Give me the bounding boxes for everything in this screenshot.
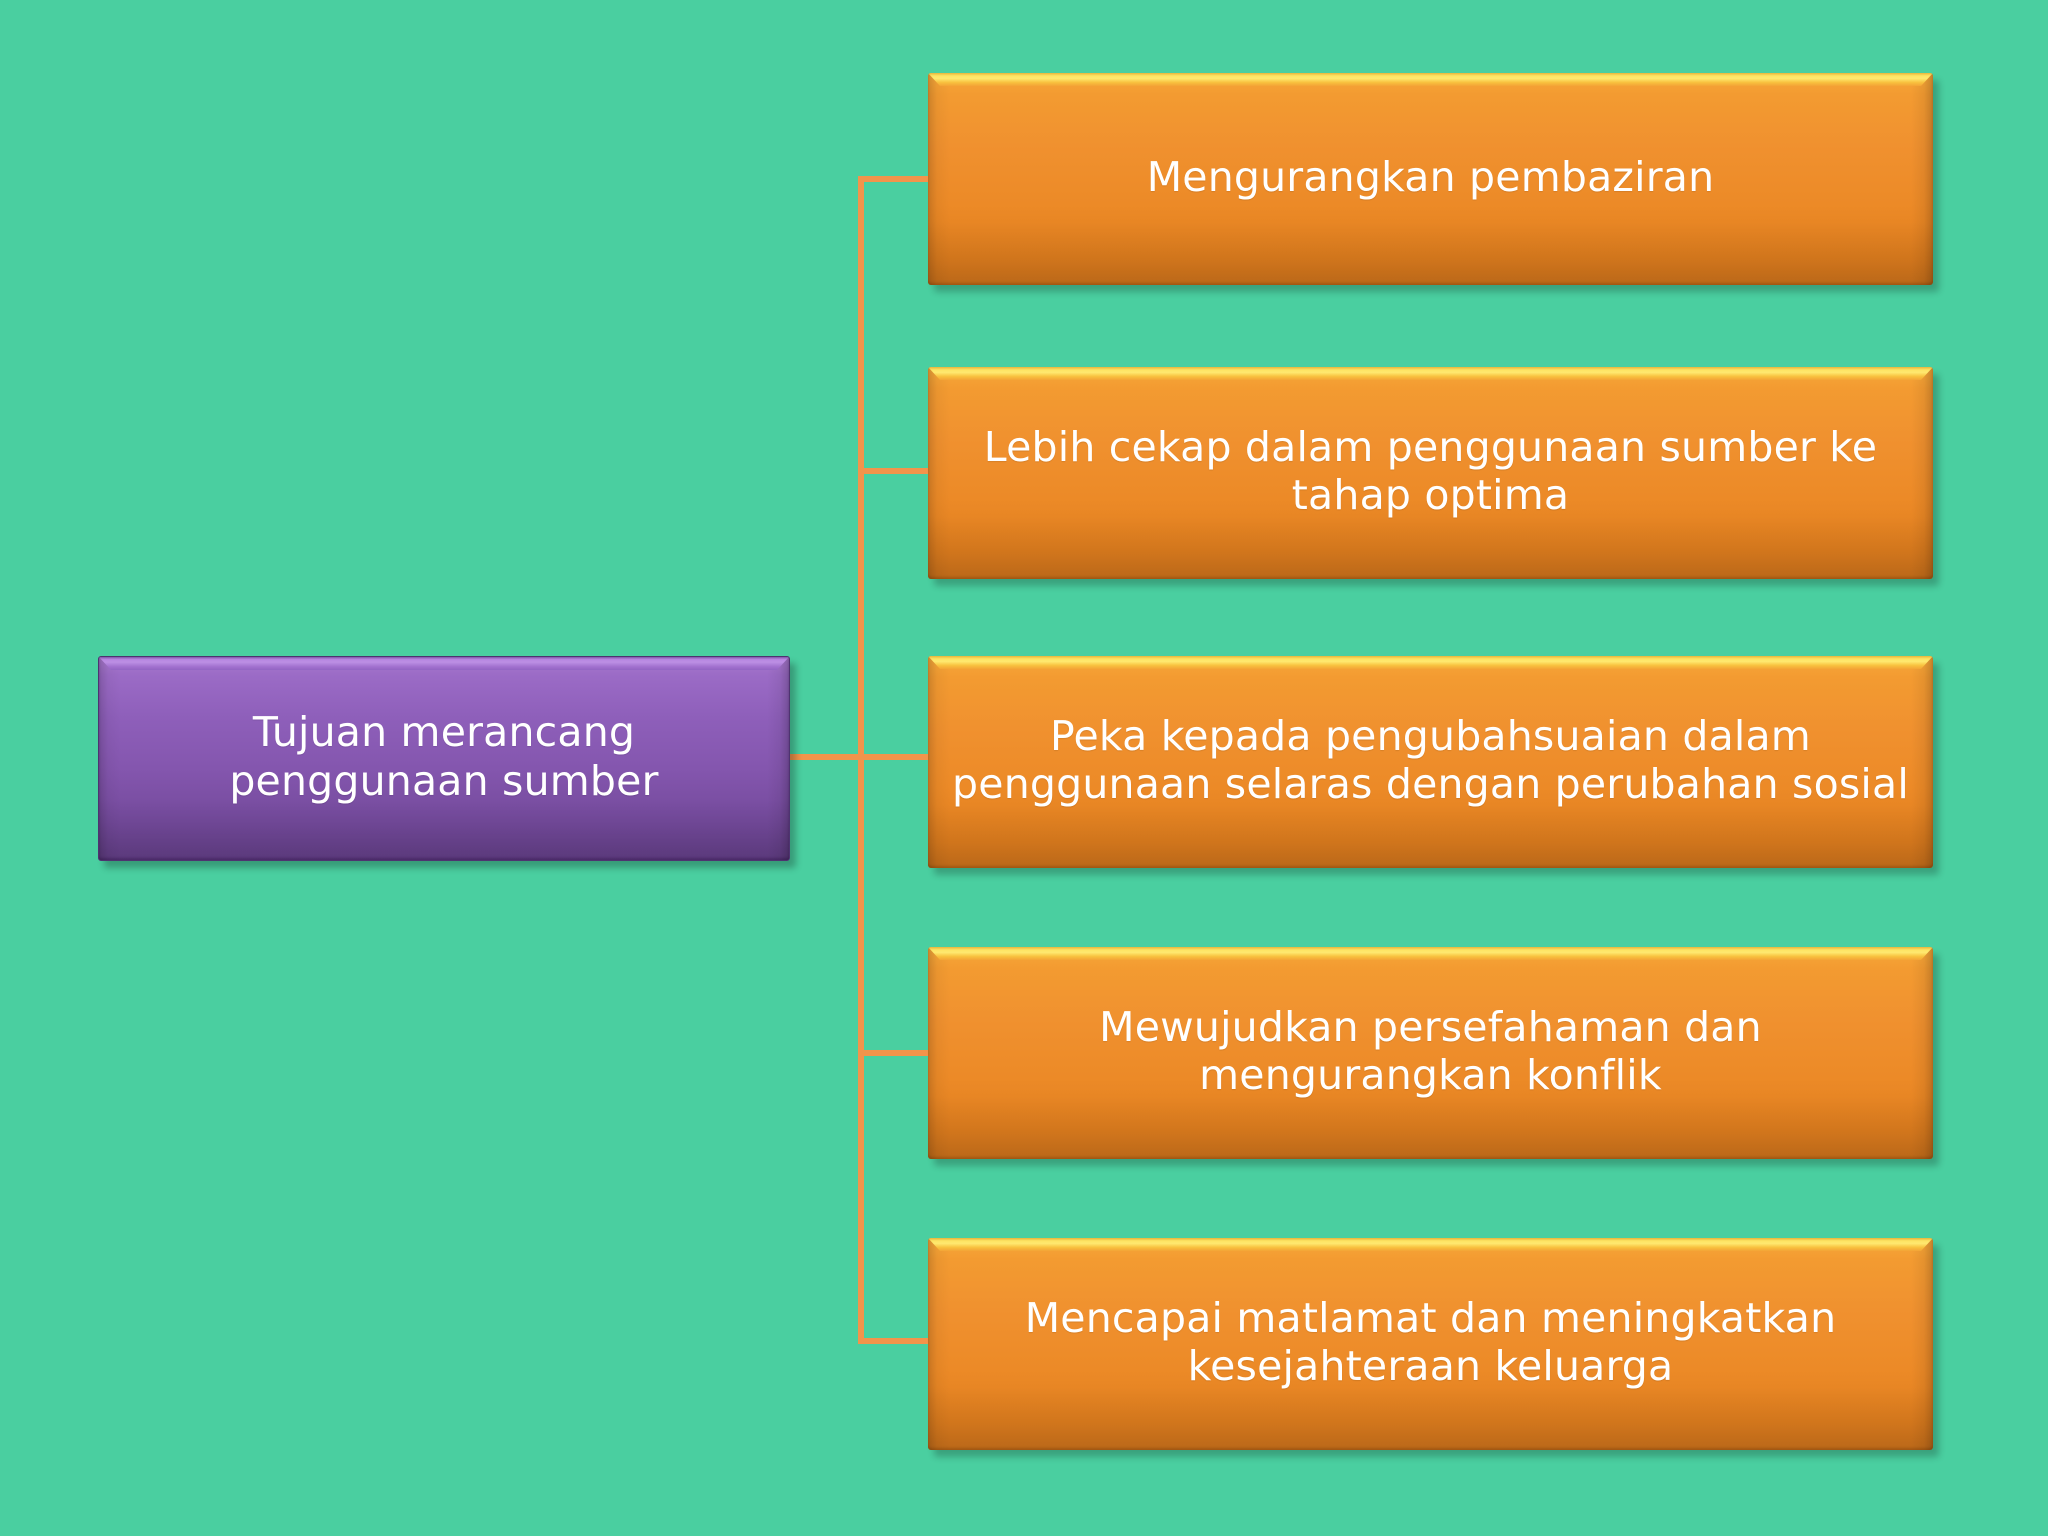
connector-root-stub: [790, 754, 864, 760]
node-branch-2-lebih-cekap[interactable]: Lebih cekap dalam penggunaan sumber ke t…: [928, 367, 1933, 579]
node-branch-5-mencapai-matlamat[interactable]: Mencapai matlamat dan meningkatkan kesej…: [928, 1238, 1933, 1450]
node-branch-4-label: Mewujudkan persefahaman dan mengurangkan…: [1099, 1002, 1762, 1099]
node-branch-3-label: Peka kepada pengubahsuaian dalam penggun…: [952, 711, 1909, 808]
node-branch-4-mewujudkan-persefahaman[interactable]: Mewujudkan persefahaman dan mengurangkan…: [928, 947, 1933, 1159]
connector-branch-2: [858, 468, 932, 474]
connector-branch-1: [858, 176, 932, 182]
node-root-label: Tujuan merancang penggunaan sumber: [229, 708, 659, 805]
node-root-tujuan-merancang-penggunaan-sumber[interactable]: Tujuan merancang penggunaan sumber: [98, 656, 790, 861]
node-branch-3-peka-kepada-pengubahsuaian[interactable]: Peka kepada pengubahsuaian dalam penggun…: [928, 656, 1933, 868]
connector-branch-4: [858, 1050, 932, 1056]
connector-branch-3: [858, 754, 932, 760]
node-branch-1-label: Mengurangkan pembaziran: [1146, 152, 1715, 201]
connector-trunk-vertical: [858, 176, 864, 1344]
node-branch-2-label: Lebih cekap dalam penggunaan sumber ke t…: [983, 422, 1878, 519]
node-branch-5-label: Mencapai matlamat dan meningkatkan kesej…: [1024, 1293, 1837, 1390]
node-branch-1-mengurangkan-pembaziran[interactable]: Mengurangkan pembaziran: [928, 73, 1933, 285]
connector-branch-5: [858, 1338, 932, 1344]
